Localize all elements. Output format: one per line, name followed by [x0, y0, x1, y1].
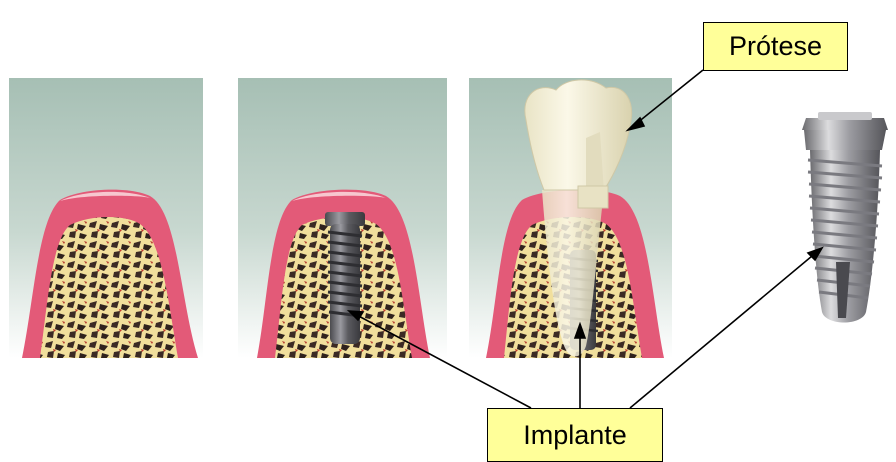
panel-implant-placed	[238, 78, 447, 358]
implant-closeup	[802, 112, 888, 323]
panel-bone-only	[9, 78, 203, 358]
implant-screw	[325, 212, 365, 344]
prosthesis-label: Prótese	[703, 22, 848, 71]
implant-label: Implante	[487, 408, 663, 462]
